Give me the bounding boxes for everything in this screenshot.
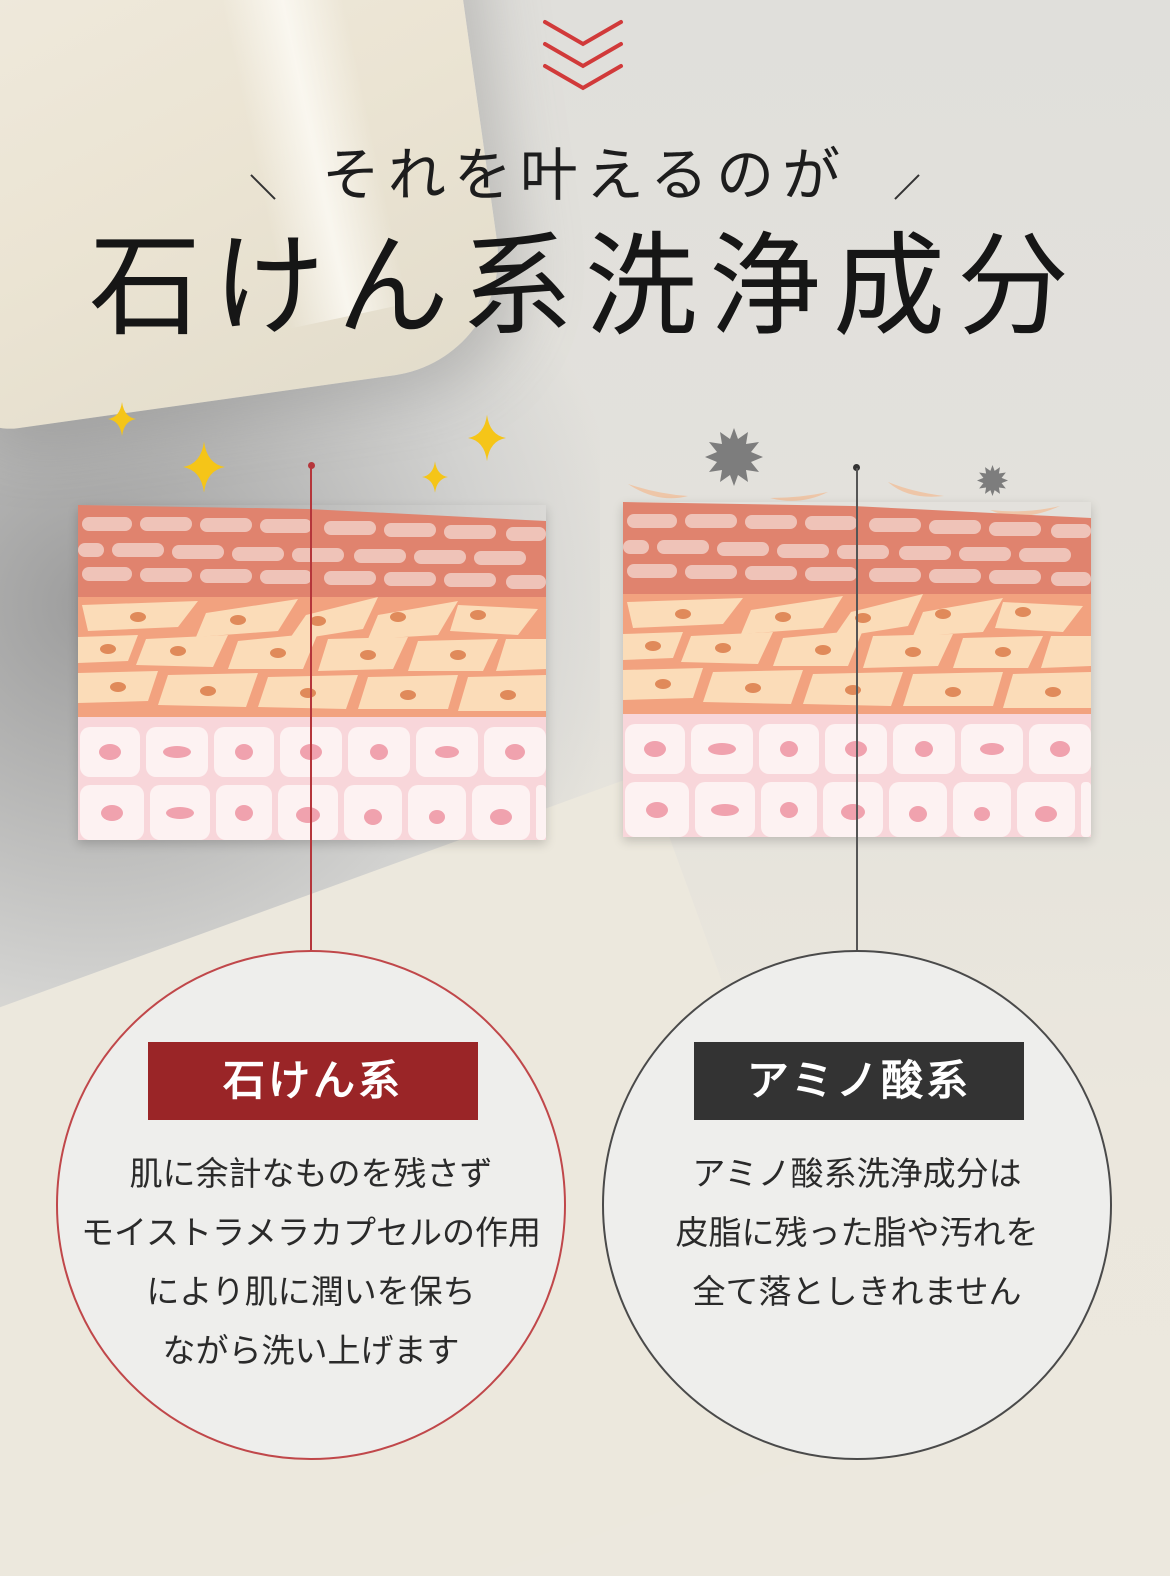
description-circle-amino: アミノ酸系 アミノ酸系洗浄成分は 皮脂に残った脂や汚れを 全て落としきれません (602, 950, 1112, 1460)
connector-line (856, 468, 858, 950)
triple-chevron-down-icon (541, 18, 625, 94)
description-soap: 肌に余計なものを残さず モイストラメラカプセルの作用 により肌に潤いを保ち なが… (58, 1144, 564, 1380)
label-amino: アミノ酸系 (694, 1042, 1024, 1120)
subtitle: それを叶えるのが (321, 141, 849, 209)
skin-flake-icon (990, 506, 1060, 517)
dirt-particle-icon (705, 428, 763, 486)
description-circle-soap: 石けん系 肌に余計なものを残さず モイストラメラカプセルの作用 により肌に潤いを… (56, 950, 566, 1460)
description-line: 皮脂に残った脂や汚れを (675, 1213, 1039, 1252)
description-line: により肌に潤いを保ち (146, 1272, 476, 1311)
description-line: 肌に余計なものを残さず (129, 1154, 493, 1193)
connector-dot (853, 464, 860, 471)
skin-flake-icon (888, 482, 944, 497)
dirt-particle-icon (977, 465, 1008, 496)
sparkle-icon (183, 441, 225, 493)
description-line: アミノ酸系洗浄成分は (692, 1154, 1022, 1193)
skin-flake-icon (770, 492, 828, 501)
sparkle-icon (468, 414, 506, 462)
label-soap: 石けん系 (148, 1042, 478, 1120)
skin-flake-icon (628, 484, 688, 499)
page-title: 石けん系洗浄成分 (89, 222, 1081, 352)
skin-illustration-clean (78, 505, 546, 840)
connector-line (310, 466, 312, 951)
sparkle-icon (422, 461, 448, 493)
skin-layers-svg (78, 505, 546, 840)
description-amino: アミノ酸系洗浄成分は 皮脂に残った脂や汚れを 全て落としきれません (604, 1144, 1110, 1321)
description-line: モイストラメラカプセルの作用 (80, 1213, 542, 1252)
sparkle-icon (108, 402, 136, 436)
description-line: ながら洗い上げます (162, 1331, 460, 1370)
description-line: 全て落としきれません (692, 1272, 1022, 1311)
connector-dot (308, 462, 315, 469)
subtitle-block: それを叶えるのが (240, 120, 930, 210)
